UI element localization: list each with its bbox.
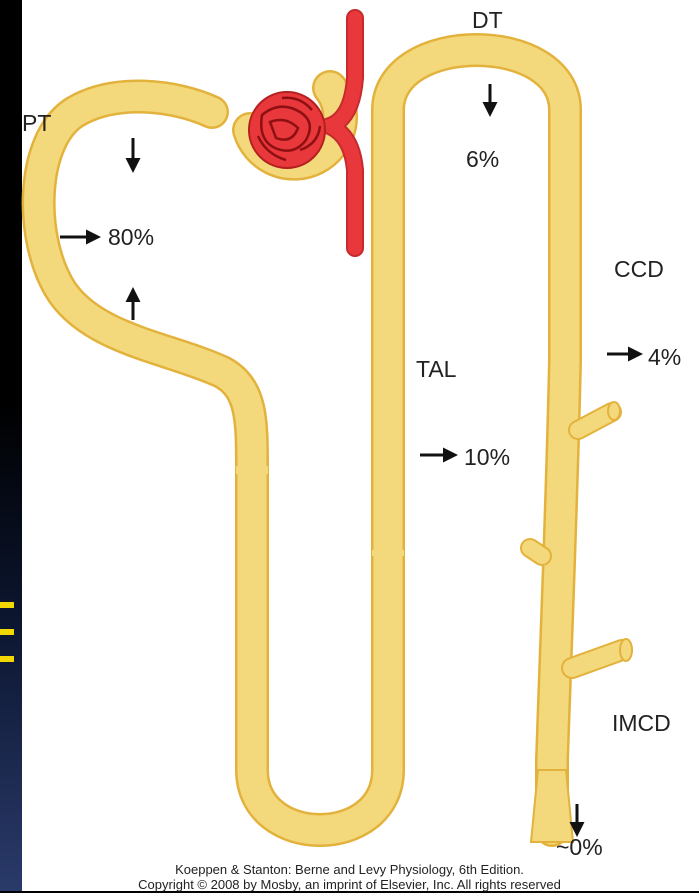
tal-percent: 10% [464,446,510,469]
ccd-label: CCD [614,258,664,281]
imcd-label: IMCD [612,712,671,735]
pt-percent: 80% [108,226,154,249]
pt-label: PT [22,112,51,135]
imcd-percent: ~0% [556,836,603,859]
dt-label: DT [472,9,503,32]
tal-label: TAL [416,358,456,381]
glomerulus [249,18,355,248]
dt-percent: 6% [466,148,499,171]
credit-line-1: Koeppen & Stanton: Berne and Levy Physio… [0,862,699,878]
ccd-percent: 4% [648,346,681,369]
